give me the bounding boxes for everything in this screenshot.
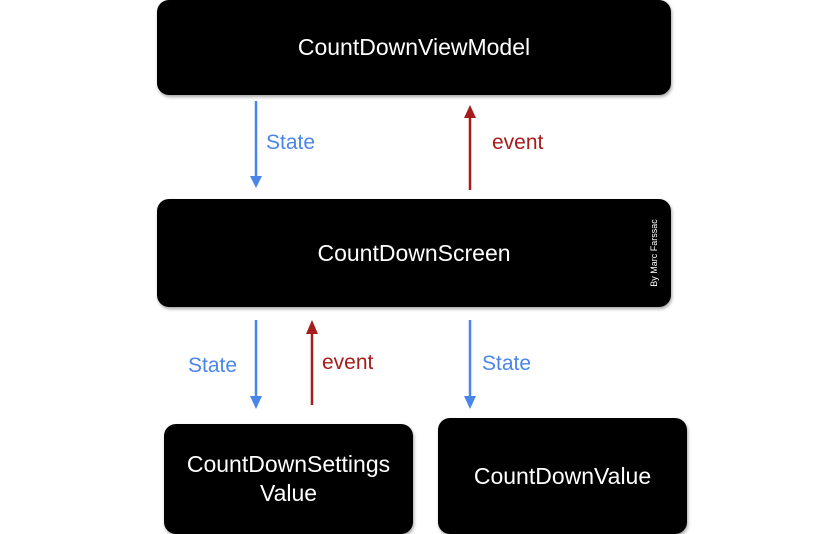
author-watermark: By Marc Farssac [642,205,666,301]
edge-label-event-settings-to-screen: event [322,351,374,374]
arrow-event-screen-to-viewmodel [464,105,476,190]
arrow-state-screen-to-value [464,320,476,409]
arrow-event-settings-to-screen [306,320,318,405]
node-label-screen: CountDownScreen [317,239,511,266]
node-countdown-settings-value: CountDownSettingsValue [164,424,413,534]
node-countdown-screen: CountDownScreen [157,199,671,307]
edge-label-state-viewmodel-to-screen: State [266,131,316,154]
arrows-layer [250,101,476,409]
node-countdown-viewmodel: CountDownViewModel [157,0,671,95]
arrow-state-screen-to-settings [250,320,262,409]
edge-label-event-screen-to-viewmodel: event [492,131,544,154]
arrow-state-viewmodel-to-screen [250,101,262,188]
watermark-text: By Marc Farssac [649,219,660,287]
node-label-value: CountDownValue [473,462,652,489]
edge-label-state-screen-to-value: State [482,352,532,375]
node-label-settings: CountDownSettingsValue [186,451,391,506]
edge-label-state-screen-to-settings: State [188,354,238,377]
node-countdown-value: CountDownValue [438,418,687,534]
node-label-viewmodel: CountDownViewModel [297,34,531,61]
